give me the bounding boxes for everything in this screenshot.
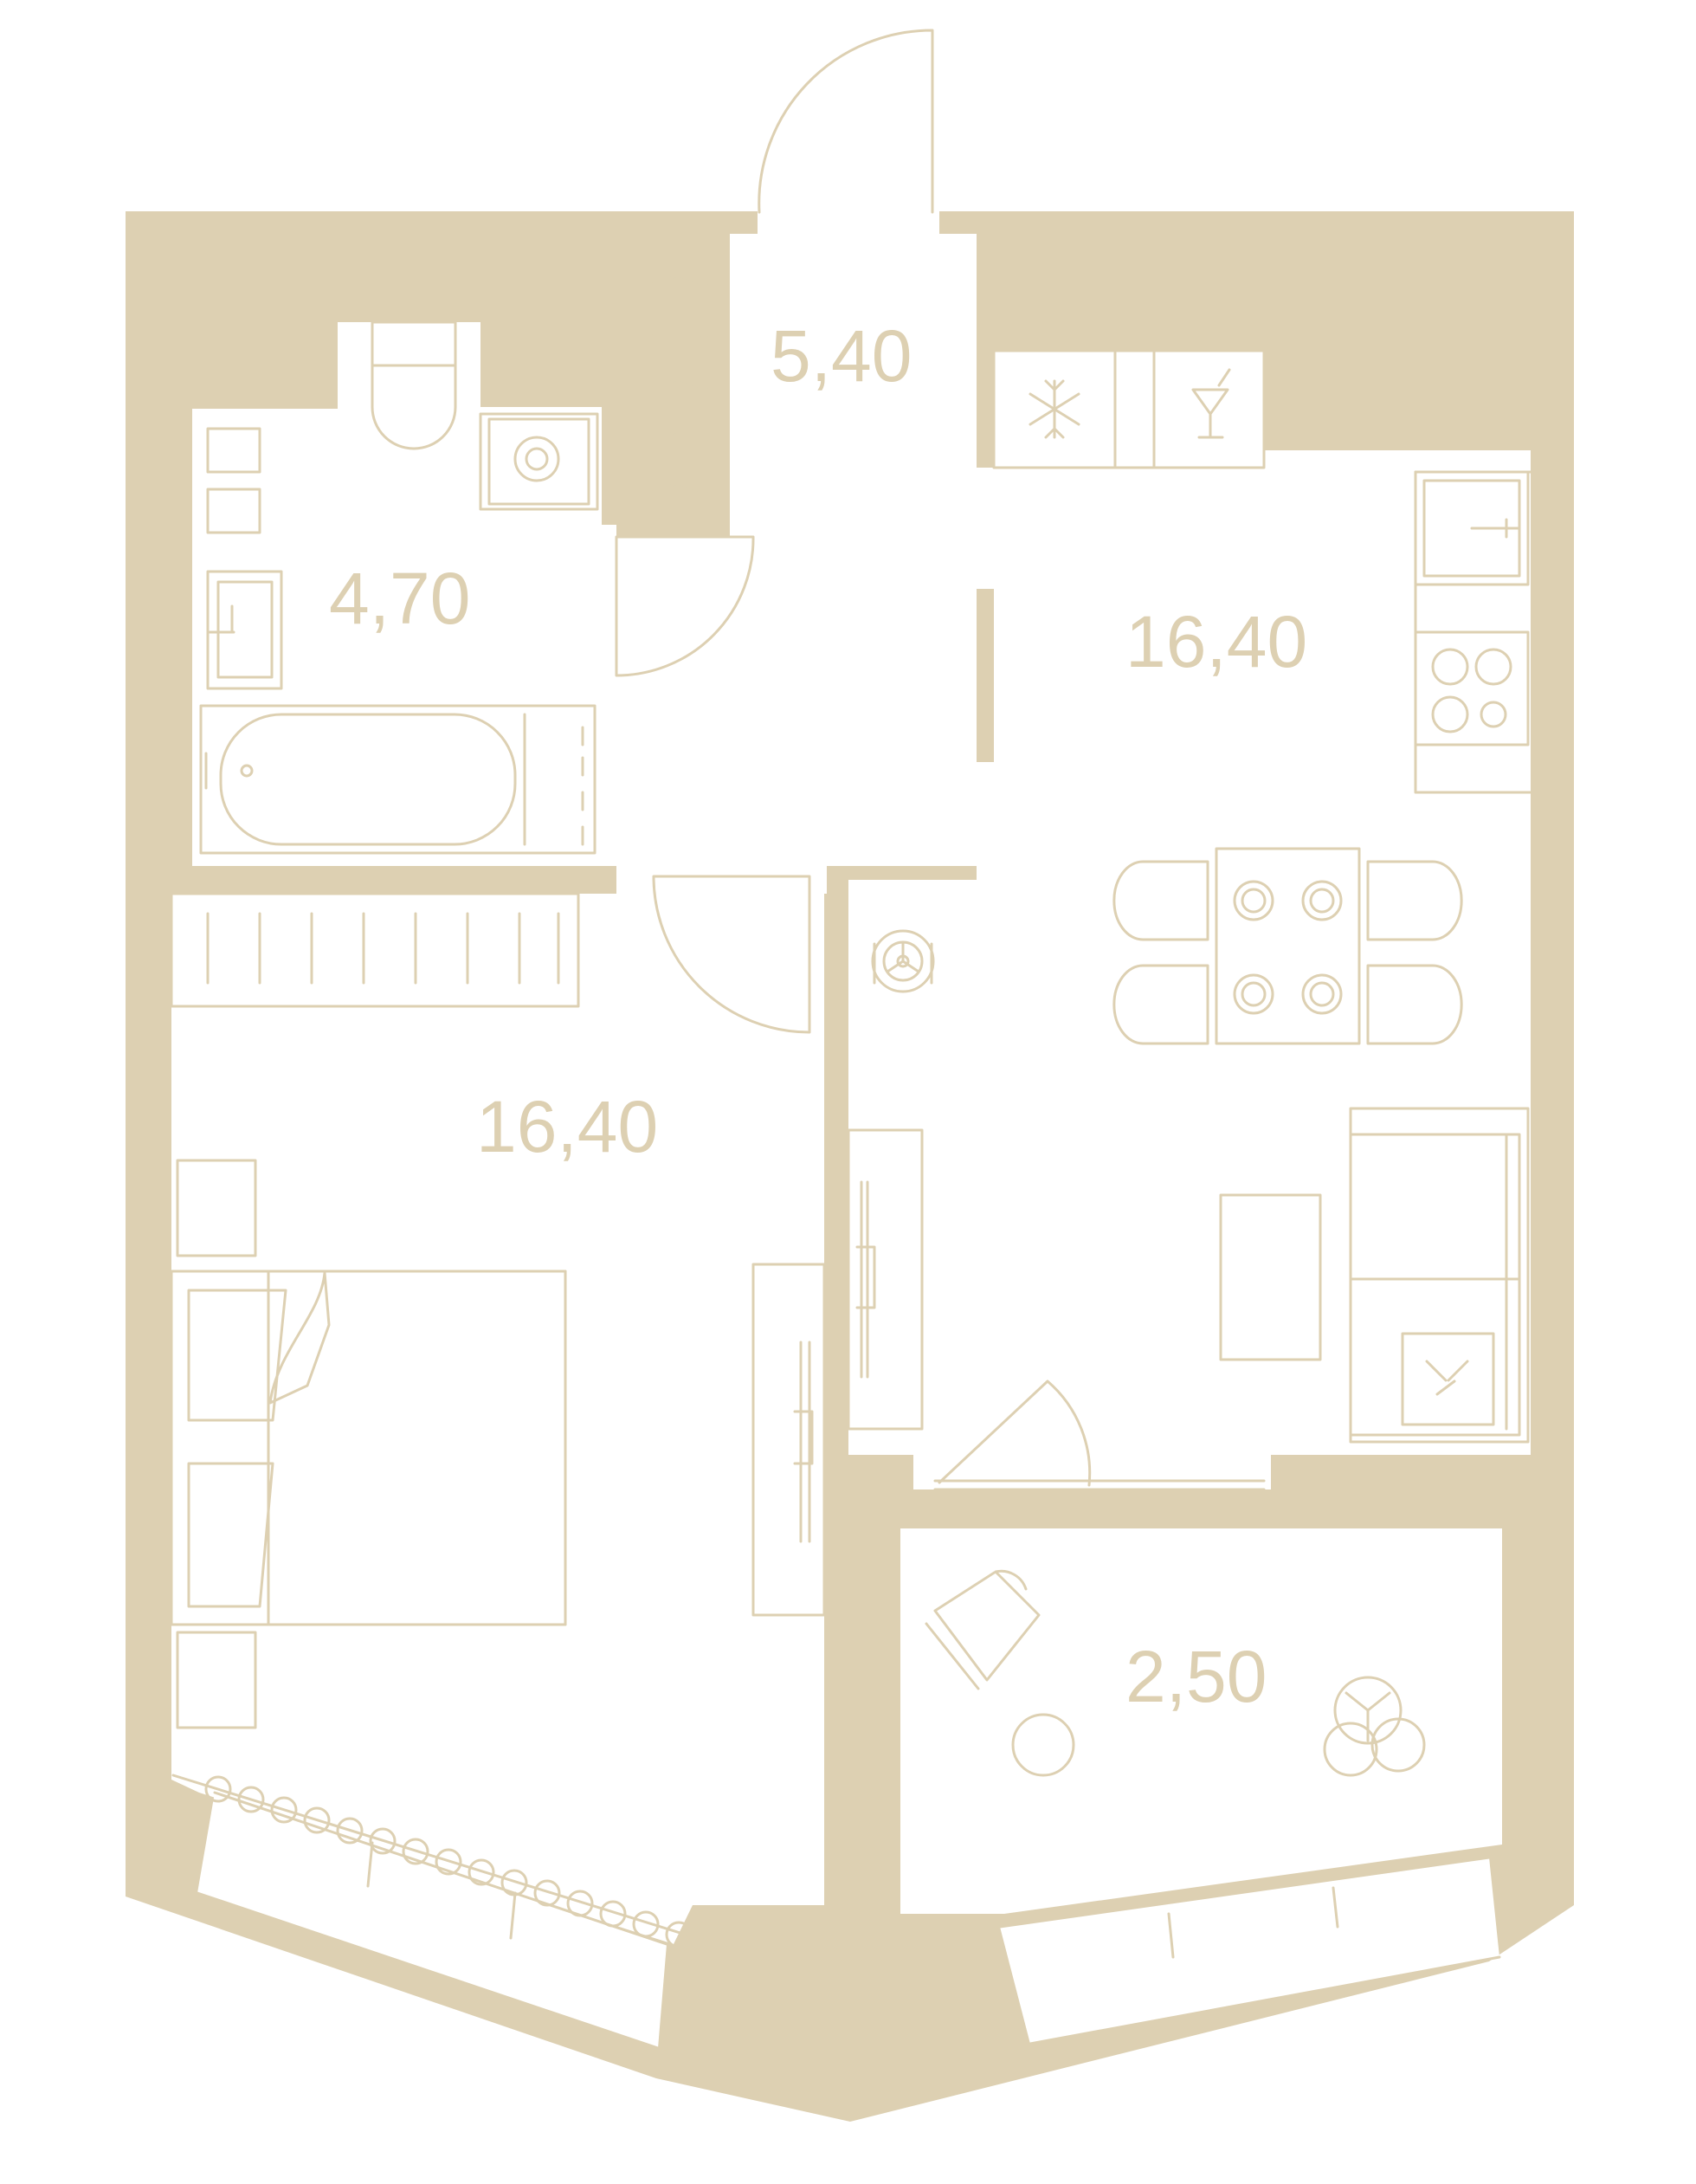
curtain-icon (171, 1774, 816, 1980)
bed-icon (170, 1270, 567, 1626)
tv-stand-icon (751, 1263, 826, 1617)
area-labels: 5,40 4,70 16,40 16,40 2,50 (329, 315, 1307, 1717)
balcony-fixtures (925, 1569, 1426, 1777)
dining-table-icon (1112, 847, 1463, 1045)
coffee-table (1219, 1193, 1322, 1361)
wardrobe-icon (170, 892, 580, 1008)
wardrobe-icon (646, 258, 710, 495)
side-table-icon (1011, 1713, 1075, 1777)
sofa-icon (1349, 1107, 1530, 1444)
bathtub-icon (199, 704, 597, 855)
ventilation-icon (871, 929, 935, 993)
nightstand-icon (176, 1159, 257, 1729)
sink-icon (206, 570, 283, 690)
kitchen-area-label: 16,40 (1125, 601, 1307, 682)
lounge-chair-icon (925, 1569, 1041, 1690)
hallway-area-label: 5,40 (771, 315, 912, 397)
bedroom-area-label: 16,40 (476, 1086, 658, 1167)
bathroom-area-label: 4,70 (329, 558, 471, 639)
toilet-icon (371, 320, 457, 450)
hallway-wardrobe (628, 258, 728, 518)
windows (196, 1791, 1501, 2050)
wine-cabinet-icon (1113, 349, 1266, 469)
balcony-door[interactable] (933, 1380, 1266, 1491)
bedroom-fixtures (170, 892, 826, 1980)
kitchen-counter (1414, 470, 1534, 794)
balcony-area-label: 2,50 (1125, 1636, 1267, 1717)
entrance-door[interactable] (758, 29, 934, 214)
bathroom-fixtures (199, 320, 599, 855)
washing-machine-icon (479, 412, 599, 511)
paper-icon (206, 427, 261, 534)
tv-stand-icon (847, 1128, 924, 1431)
plant-icon (1323, 1676, 1426, 1777)
door-icon[interactable] (615, 535, 811, 1034)
kitchen-fixtures (847, 349, 1534, 1444)
